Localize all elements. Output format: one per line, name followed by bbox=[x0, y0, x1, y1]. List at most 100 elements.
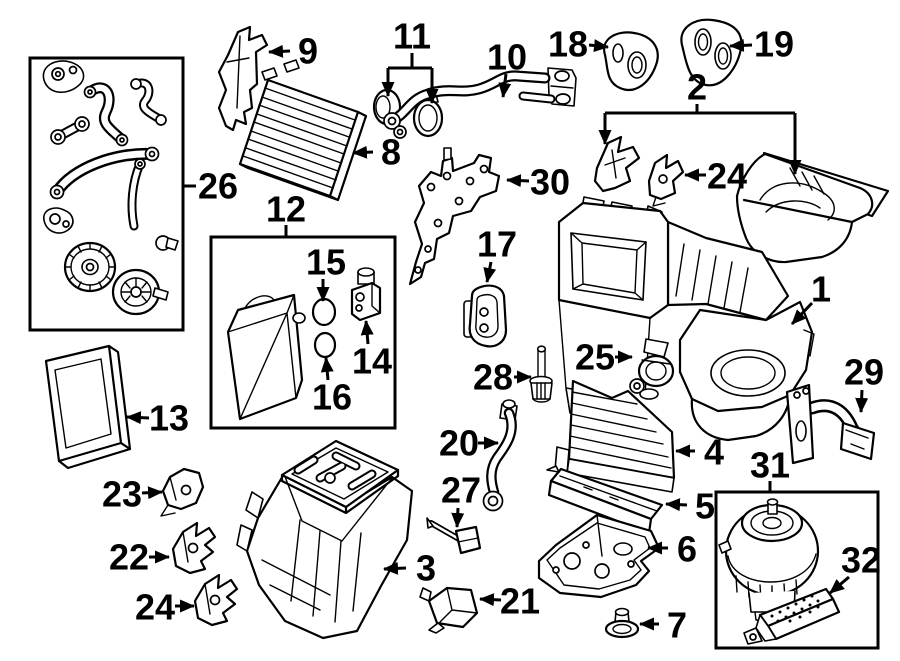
callout-30-number[interactable]: 30 bbox=[530, 162, 570, 203]
callout-19[interactable]: 19 bbox=[729, 24, 794, 65]
callout-21[interactable]: 21 bbox=[479, 581, 540, 622]
callout-13[interactable]: 13 bbox=[126, 398, 189, 439]
callout-11[interactable]: 11 bbox=[381, 16, 439, 104]
callout-2-number[interactable]: 2 bbox=[687, 67, 707, 108]
callout-22-number[interactable]: 22 bbox=[109, 537, 149, 578]
callout-26[interactable]: 26 bbox=[184, 166, 238, 207]
group-12-box bbox=[209, 235, 397, 430]
callout-29-number[interactable]: 29 bbox=[844, 352, 884, 393]
callout-16-number[interactable]: 16 bbox=[312, 377, 352, 418]
part-14-expansion-valve bbox=[350, 267, 382, 322]
callout-3[interactable]: 3 bbox=[383, 548, 436, 589]
part-2-intake-duct bbox=[735, 151, 890, 264]
part-13-cabin-filter bbox=[44, 344, 132, 470]
callout-13-number[interactable]: 13 bbox=[149, 398, 189, 439]
callout-10[interactable]: 10 bbox=[487, 37, 527, 98]
callout-22[interactable]: 22 bbox=[109, 537, 170, 578]
callout-25-number[interactable]: 25 bbox=[575, 337, 615, 378]
part-27-sensor bbox=[426, 517, 482, 555]
callout-4-number[interactable]: 4 bbox=[704, 432, 724, 473]
part-2-bracket-left bbox=[593, 135, 641, 193]
part-7-drain-plug bbox=[604, 607, 640, 639]
callout-10-number[interactable]: 10 bbox=[487, 37, 527, 78]
callout-24-number[interactable]: 24 bbox=[707, 156, 747, 197]
callout-3-number[interactable]: 3 bbox=[416, 548, 436, 589]
callout-8-number[interactable]: 8 bbox=[381, 132, 401, 173]
callout-15[interactable]: 15 bbox=[306, 242, 346, 302]
callout-1-leader-line bbox=[790, 301, 814, 326]
callout-27[interactable]: 27 bbox=[441, 470, 481, 528]
callout-12[interactable]: 12 bbox=[266, 189, 306, 239]
callout-28[interactable]: 28 bbox=[473, 357, 532, 398]
callout-5[interactable]: 5 bbox=[665, 486, 715, 527]
callout-15-number[interactable]: 15 bbox=[306, 242, 346, 283]
callout-6-number[interactable]: 6 bbox=[677, 529, 697, 570]
callout-31[interactable]: 31 bbox=[750, 445, 790, 493]
callout-24-number[interactable]: 24 bbox=[135, 587, 175, 628]
callout-8[interactable]: 8 bbox=[352, 132, 401, 173]
callout-32[interactable]: 32 bbox=[829, 540, 881, 595]
callout-28-number[interactable]: 28 bbox=[473, 357, 513, 398]
callout-31-number[interactable]: 31 bbox=[750, 445, 790, 486]
part-12-evaporator-kit bbox=[226, 267, 382, 421]
part-17-pipe-grommet bbox=[463, 284, 508, 348]
callout-24[interactable]: 24 bbox=[135, 587, 195, 628]
callout-12-number[interactable]: 12 bbox=[266, 189, 306, 230]
callout-20[interactable]: 20 bbox=[439, 423, 499, 464]
callout-17-leader-line bbox=[483, 261, 497, 283]
part-30-bracket-plate bbox=[408, 147, 501, 286]
callout-23-number[interactable]: 23 bbox=[102, 474, 142, 515]
callout-19-leader-line bbox=[729, 38, 753, 52]
callout-9-number[interactable]: 9 bbox=[298, 31, 318, 72]
callout-17-number[interactable]: 17 bbox=[477, 224, 517, 265]
part-29-z-bracket bbox=[785, 383, 876, 465]
callout-30-leader-line bbox=[506, 174, 530, 188]
callout-7[interactable]: 7 bbox=[639, 605, 687, 646]
callout-5-number[interactable]: 5 bbox=[695, 486, 715, 527]
part-25-actuator bbox=[629, 338, 675, 400]
callout-23-leader-line bbox=[141, 486, 163, 500]
callout-30[interactable]: 30 bbox=[506, 162, 570, 203]
callout-11-number[interactable]: 11 bbox=[393, 16, 431, 57]
part-26-linkage-kit bbox=[42, 60, 179, 316]
callout-1-number[interactable]: 1 bbox=[811, 269, 831, 310]
callout-24[interactable]: 24 bbox=[684, 156, 747, 197]
callout-14-leader-line bbox=[360, 320, 374, 345]
callout-18[interactable]: 18 bbox=[548, 24, 609, 65]
callout-19-number[interactable]: 19 bbox=[754, 24, 794, 65]
callout-4[interactable]: 4 bbox=[675, 432, 724, 473]
callout-27-number[interactable]: 27 bbox=[441, 470, 481, 511]
callout-14-number[interactable]: 14 bbox=[352, 341, 392, 382]
group-31-box bbox=[714, 490, 880, 650]
callout-20-number[interactable]: 20 bbox=[439, 423, 479, 464]
callout-32-number[interactable]: 32 bbox=[841, 540, 881, 581]
callout-8-leader-line bbox=[352, 145, 374, 159]
part-19-seal bbox=[680, 18, 743, 87]
callout-29[interactable]: 29 bbox=[844, 352, 884, 413]
part-8-heater-core bbox=[238, 59, 368, 202]
callout-5-leader-line bbox=[665, 498, 688, 512]
callout-32-leader-line bbox=[829, 575, 850, 595]
callout-14[interactable]: 14 bbox=[352, 320, 392, 382]
callout-21-number[interactable]: 21 bbox=[500, 581, 540, 622]
callout-26-number[interactable]: 26 bbox=[198, 166, 238, 207]
callout-18-leader-line bbox=[588, 39, 609, 52]
callout-16[interactable]: 16 bbox=[312, 357, 352, 418]
callout-17[interactable]: 17 bbox=[477, 224, 517, 283]
callout-2[interactable]: 2 bbox=[598, 67, 802, 175]
callout-25[interactable]: 25 bbox=[575, 337, 633, 378]
callout-23[interactable]: 23 bbox=[102, 474, 163, 515]
callout-13-leader-line bbox=[126, 411, 150, 425]
group-26-box bbox=[28, 56, 185, 332]
part-5-sill-strip bbox=[546, 465, 664, 535]
part-23-bracket bbox=[160, 467, 205, 517]
part-20-drain-hose bbox=[482, 399, 518, 512]
callout-9-leader-line bbox=[268, 44, 291, 58]
callout-6[interactable]: 6 bbox=[647, 529, 697, 570]
callout-1[interactable]: 1 bbox=[790, 269, 831, 326]
callout-18-number[interactable]: 18 bbox=[548, 24, 588, 65]
callout-7-number[interactable]: 7 bbox=[667, 605, 687, 646]
callout-9[interactable]: 9 bbox=[268, 31, 318, 72]
